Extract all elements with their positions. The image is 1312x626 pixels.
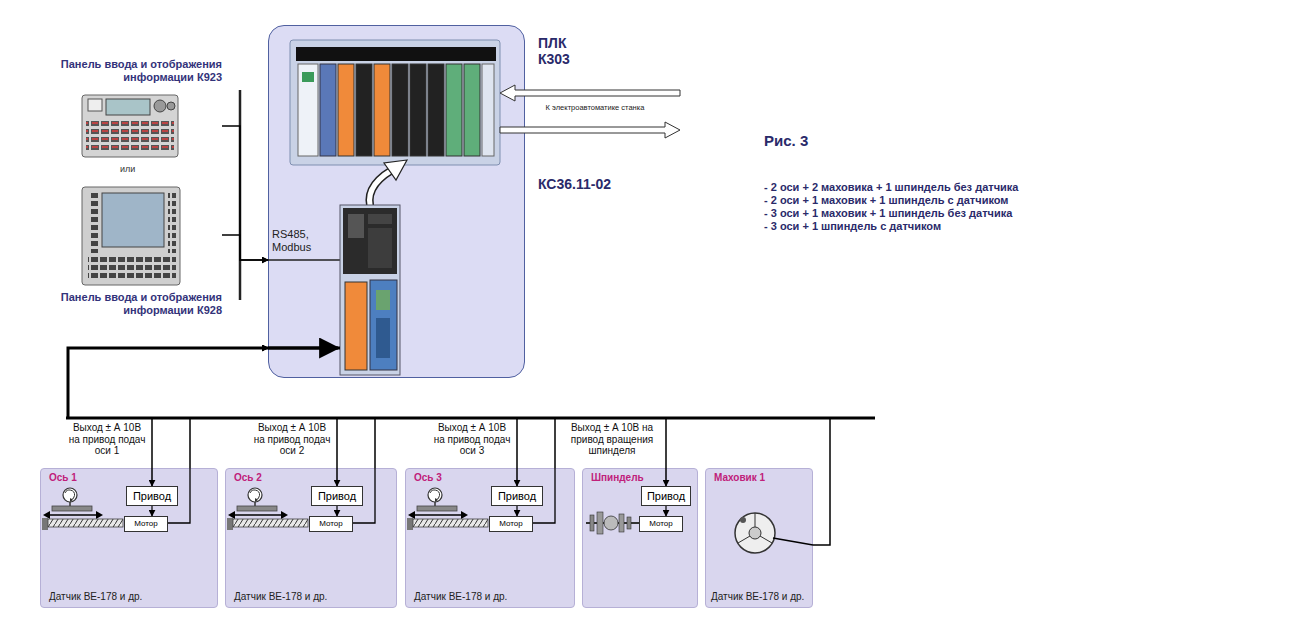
panel-k923-drawing — [82, 95, 178, 157]
plc-rack-drawing — [290, 40, 500, 165]
drive-label: Привод — [133, 491, 171, 502]
panel-caption: Панель ввода и отображения информации К9… — [40, 291, 222, 316]
sensor-label-holder: Датчик ВЕ-178 и др. — [711, 591, 804, 603]
config-item-holder: - 2 оси + 2 маховика + 1 шпиндель без да… — [764, 181, 1018, 194]
config-item: - 2 оси + 1 маховик + 1 шпиндель с датчи… — [764, 194, 1008, 207]
axis1-drawing — [42, 468, 190, 530]
sensor-label: Датчик ВЕ-178 и др. — [49, 591, 142, 603]
plc-name: ПЛК К303 — [538, 35, 590, 67]
output-label: Выход ± А 10В на привод вращения шпиндел… — [562, 422, 662, 457]
input-arrow — [500, 85, 680, 101]
axis-title-holder: Ось 2 — [234, 472, 262, 484]
connector — [68, 348, 555, 468]
bus-label: RS485, Modbus — [272, 228, 318, 254]
motor-label: Мотор — [649, 520, 673, 528]
or-label-holder: или — [120, 164, 135, 175]
output-label-holder: Выход ± А 10В на привод вращения шпиндел… — [562, 422, 662, 457]
spindle-drawing — [586, 512, 640, 534]
controller-module-drawing — [340, 205, 400, 375]
drive-box: Привод — [491, 486, 543, 506]
rs485-line — [268, 259, 340, 261]
sensor-label: Датчик ВЕ-178 и др. — [711, 591, 804, 603]
handwheel-title: Маховик 1 — [714, 472, 765, 484]
bus-label-holder: RS485, Modbus — [272, 228, 318, 254]
drive-box: Привод — [641, 486, 691, 506]
connector — [68, 348, 268, 486]
axis-title-holder: Ось 3 — [414, 472, 442, 484]
connector — [68, 348, 517, 486]
motor-box: Мотор — [639, 516, 683, 532]
connector — [222, 126, 268, 260]
plc-name-holder: ПЛК К303 — [538, 35, 590, 67]
drive-box: Привод — [311, 486, 363, 506]
panel-k928-drawing — [82, 187, 180, 285]
axis-title-holder: Ось 1 — [49, 472, 77, 484]
output-label-holder: Выход ± А 10В на привод подач оси 3 — [431, 422, 513, 457]
connector — [336, 506, 337, 516]
connector — [516, 506, 517, 516]
figure-number-holder: Рис. 3 — [764, 132, 808, 150]
sensor-label: Датчик ВЕ-178 и др. — [414, 591, 507, 603]
connector — [151, 506, 152, 516]
or-label: или — [120, 164, 135, 175]
motor-label: Мотор — [499, 520, 523, 528]
spindle-title-holder: Шпиндель — [591, 472, 644, 484]
module-feed — [268, 347, 338, 350]
spindle-title: Шпиндель — [591, 472, 644, 484]
connector — [665, 506, 666, 516]
system-name: КС36.11-02 — [538, 176, 611, 192]
config-item-holder: - 2 оси + 1 маховик + 1 шпиндель с датчи… — [764, 194, 1008, 207]
handwheel-drawing — [735, 513, 813, 553]
sensor-label-holder: Датчик ВЕ-178 и др. — [234, 591, 327, 603]
connector — [222, 235, 268, 260]
output-arrow — [500, 122, 680, 138]
drive-label: Привод — [318, 491, 356, 502]
drive-box: Привод — [126, 486, 178, 506]
config-item: - 3 оси + 1 шпиндель с датчиком — [764, 220, 941, 233]
output-label-holder: Выход ± А 10В на привод подач оси 2 — [251, 422, 333, 457]
config-item: - 2 оси + 2 маховика + 1 шпиндель без да… — [764, 181, 1018, 194]
connector — [68, 348, 830, 545]
output-label-holder: Выход ± А 10В на привод подач оси 1 — [66, 422, 148, 457]
motor-box: Мотор — [489, 516, 533, 532]
motor-box: Мотор — [124, 516, 168, 532]
figure-number: Рис. 3 — [764, 132, 808, 150]
system-name-holder: КС36.11-02 — [538, 176, 611, 192]
curved-arrow — [370, 160, 408, 212]
output-label: Выход ± А 10В на привод подач оси 2 — [251, 422, 333, 457]
spindle-box: ШпиндельПриводМотор — [582, 468, 698, 608]
config-item-holder: - 3 оси + 1 маховик + 1 шпиндель без дат… — [764, 207, 1012, 220]
axis3-drawing — [407, 468, 555, 530]
handwheel-title-holder: Маховик 1 — [714, 472, 765, 484]
drive-label: Привод — [647, 491, 685, 502]
drive-label: Привод — [498, 491, 536, 502]
panel-caption: Панель ввода и отображения информации К9… — [40, 58, 222, 83]
sensor-label-holder: Датчик ВЕ-178 и др. — [49, 591, 142, 603]
axis-title: Ось 1 — [49, 472, 77, 484]
axis-title: Ось 3 — [414, 472, 442, 484]
trunk-line — [68, 348, 340, 418]
config-item: - 3 оси + 1 маховик + 1 шпиндель без дат… — [764, 207, 1012, 220]
motor-box: Мотор — [309, 516, 353, 532]
sensor-label-holder: Датчик ВЕ-178 и др. — [414, 591, 507, 603]
panel-caption-holder: Панель ввода и отображения информации К9… — [40, 291, 222, 316]
machine-link-label-holder: К электроавтоматике станка — [540, 103, 650, 112]
output-label: Выход ± А 10В на привод подач оси 1 — [66, 422, 148, 457]
connector — [68, 348, 666, 486]
output-label: Выход ± А 10В на привод подач оси 3 — [431, 422, 513, 457]
sensor-label: Датчик ВЕ-178 и др. — [234, 591, 327, 603]
axis2-drawing — [227, 468, 375, 530]
machine-link-label: К электроавтоматике станка — [540, 103, 650, 112]
config-item-holder: - 3 оси + 1 шпиндель с датчиком — [764, 220, 941, 233]
connector — [68, 348, 337, 486]
motor-label: Мотор — [319, 520, 343, 528]
panel-caption-holder: Панель ввода и отображения информации К9… — [40, 58, 222, 83]
motor-label: Мотор — [134, 520, 158, 528]
axis-title: Ось 2 — [234, 472, 262, 484]
